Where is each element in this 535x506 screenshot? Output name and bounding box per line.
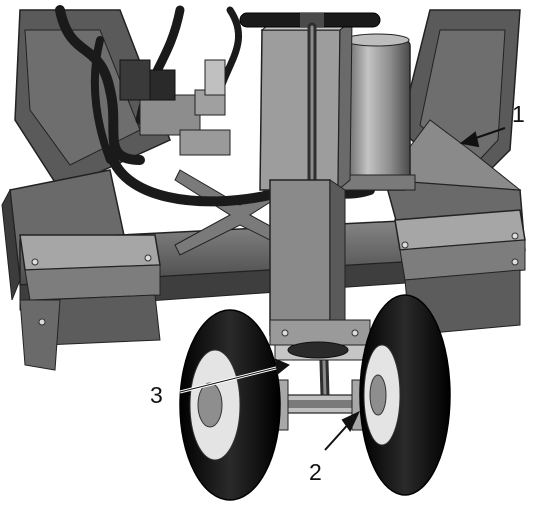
callout-label-3: 3 (150, 382, 163, 408)
leader-arrowhead-3 (274, 358, 290, 375)
handle-column (259, 18, 354, 192)
callout-label-2: 2 (309, 459, 322, 485)
leader-arrowhead-1 (459, 131, 480, 148)
right-wheel (359, 294, 451, 496)
fluid-tank (339, 33, 416, 191)
callout-leaders (179, 127, 506, 451)
leader-arrowhead-2 (341, 410, 361, 432)
left-mount-plate (19, 234, 161, 371)
left-wheel (179, 309, 281, 501)
valve-assembly (119, 59, 231, 156)
callout-label-1: 1 (512, 101, 525, 127)
